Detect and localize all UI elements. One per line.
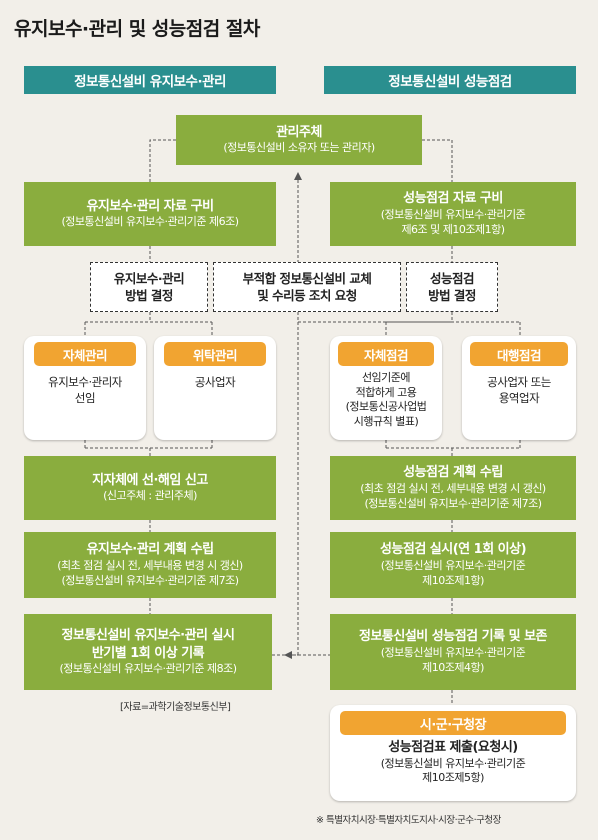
card-self-management-text: 유지보수·관리자 선임 <box>24 374 146 406</box>
card-self-inspection: 자체점검 선임기준에 적합하게 고용 (정보통신공사업법 시행규칙 별표) <box>330 336 442 440</box>
card-proxy-inspection: 대행점검 공사업자 또는 용역업자 <box>462 336 576 440</box>
card-text-line: 유지보수·관리자 <box>48 375 122 389</box>
card-outsourced-management-label: 위탁관리 <box>164 342 266 366</box>
card-proxy-inspection-text: 공사업자 또는 용역업자 <box>462 374 576 406</box>
card-self-management: 자체관리 유지보수·관리자 선임 <box>24 336 146 440</box>
right-step-execute-sub-2: 제10조제1항) <box>422 573 484 587</box>
right-step-record-title: 정보통신설비 성능점검 기록 및 보존 <box>358 629 548 645</box>
replacement-request-line-2: 및 수리등 조치 요청 <box>257 288 357 303</box>
card-text-line: 선임 <box>74 391 96 406</box>
right-step-plan-title: 성능점검 계획 수립 <box>403 465 503 481</box>
replacement-request-line-1: 부적합 정보통신설비 교체 <box>242 270 372 286</box>
left-step-execute-sub: (정보통신설비 유지보수·관리기준 제8조) <box>59 662 238 676</box>
right-step-plan-sub-1: (최초 점검 실시 전, 세부내용 변경 시 갱신) <box>360 481 546 495</box>
final-submission-text: 성능점검표 제출(요청시) (정보통신설비 유지보수·관리기준 제10조제5항) <box>330 739 576 786</box>
card-self-inspection-label: 자체점검 <box>338 342 434 366</box>
left-step-report: 지자체에 선·해임 신고 (신고주체 : 관리주체) <box>24 456 276 520</box>
final-submission-sub-2: 제10조제5항) <box>422 771 484 785</box>
left-step-plan: 유지보수·관리 계획 수립 (최초 점검 실시 전, 세부내용 변경 시 갱신)… <box>24 532 276 598</box>
right-method-decision: 성능점검 방법 결정 <box>406 262 498 312</box>
district-head-label: 시·군·구청장 <box>340 711 566 735</box>
source-credit: [자료=과학기술정보통신부] <box>120 702 231 713</box>
card-text-line: 공사업자 또는 <box>487 375 551 389</box>
replacement-request-box: 부적합 정보통신설비 교체 및 수리등 조치 요청 <box>213 262 401 312</box>
left-step-plan-sub-2: (정보통신설비 유지보수·관리기준 제7조) <box>61 573 240 587</box>
right-method-line-1: 성능점검 <box>429 270 475 286</box>
left-prep-box: 유지보수·관리 자료 구비 (정보통신설비 유지보수·관리기준 제6조) <box>24 182 276 246</box>
card-text-line: 적합하게 고용 <box>355 385 417 399</box>
left-step-execute: 정보통신설비 유지보수·관리 실시 반기별 1회 이상 기록 (정보통신설비 유… <box>24 614 272 690</box>
card-text-line: 용역업자 <box>498 391 540 406</box>
right-column-header: 정보통신설비 성능점검 <box>324 66 576 94</box>
left-step-plan-sub-1: (최초 점검 실시 전, 세부내용 변경 시 갱신) <box>57 558 243 572</box>
right-prep-subtitle-1: (정보통신설비 유지보수·관리기준 <box>380 207 526 221</box>
left-step-execute-title-2: 반기별 1회 이상 기록 <box>91 645 205 661</box>
right-step-plan-sub-2: (정보통신설비 유지보수·관리기준 제7조) <box>364 496 543 510</box>
left-step-report-sub: (신고주체 : 관리주체) <box>103 489 197 503</box>
card-self-management-label: 자체관리 <box>34 342 136 366</box>
footnote: ※ 특별자치시장·특별자치도지사·시장·군수·구청장 <box>316 815 501 826</box>
right-step-record: 정보통신설비 성능점검 기록 및 보존 (정보통신설비 유지보수·관리기준 제1… <box>330 614 576 690</box>
final-submission-box: 시·군·구청장 성능점검표 제출(요청시) (정보통신설비 유지보수·관리기준 … <box>330 705 576 801</box>
right-prep-box: 성능점검 자료 구비 (정보통신설비 유지보수·관리기준 제6조 및 제10조제… <box>330 182 576 246</box>
left-method-line-2: 방법 결정 <box>125 288 173 303</box>
card-proxy-inspection-label: 대행점검 <box>470 342 568 366</box>
card-text-line: 공사업자 <box>194 375 236 389</box>
management-entity-title: 관리주체 <box>276 124 322 140</box>
right-prep-subtitle-2: 제6조 및 제10조제1항) <box>401 222 505 236</box>
final-submission-sub-1: (정보통신설비 유지보수·관리기준 <box>380 756 526 770</box>
page-title: 유지보수·관리 및 성능점검 절차 <box>14 18 260 40</box>
left-step-plan-title: 유지보수·관리 계획 수립 <box>86 542 214 558</box>
left-prep-title: 유지보수·관리 자료 구비 <box>86 198 214 214</box>
right-step-plan: 성능점검 계획 수립 (최초 점검 실시 전, 세부내용 변경 시 갱신) (정… <box>330 456 576 520</box>
left-prep-subtitle: (정보통신설비 유지보수·관리기준 제6조) <box>61 215 240 229</box>
management-entity-box: 관리주체 (정보통신설비 소유자 또는 관리자) <box>176 115 422 165</box>
card-text-line: 시행규칙 별표) <box>353 414 419 428</box>
right-step-execute-sub-1: (정보통신설비 유지보수·관리기준 <box>380 558 526 572</box>
right-method-line-2: 방법 결정 <box>428 288 476 303</box>
final-submission-title: 성능점검표 제출(요청시) <box>388 740 518 755</box>
left-method-decision: 유지보수·관리 방법 결정 <box>90 262 208 312</box>
left-step-execute-title-1: 정보통신설비 유지보수·관리 실시 <box>61 628 235 644</box>
left-column-header: 정보통신설비 유지보수·관리 <box>24 66 276 94</box>
card-self-inspection-text: 선임기준에 적합하게 고용 (정보통신공사업법 시행규칙 별표) <box>330 371 442 429</box>
right-step-record-sub-1: (정보통신설비 유지보수·관리기준 <box>380 645 526 659</box>
right-step-record-sub-2: 제10조제4항) <box>422 660 484 674</box>
left-method-line-1: 유지보수·관리 <box>113 270 185 286</box>
management-entity-subtitle: (정보통신설비 소유자 또는 관리자) <box>223 141 375 155</box>
right-step-execute: 성능점검 실시(연 1회 이상) (정보통신설비 유지보수·관리기준 제10조제… <box>330 532 576 598</box>
card-text-line: 선임기준에 <box>361 371 411 384</box>
right-step-execute-title: 성능점검 실시(연 1회 이상) <box>379 542 527 558</box>
left-step-report-title: 지자체에 선·해임 신고 <box>92 472 208 488</box>
card-outsourced-management: 위탁관리 공사업자 <box>154 336 276 440</box>
card-outsourced-management-text: 공사업자 <box>154 374 276 390</box>
card-text-line: (정보통신공사업법 <box>345 400 427 414</box>
right-prep-title: 성능점검 자료 구비 <box>403 191 503 207</box>
